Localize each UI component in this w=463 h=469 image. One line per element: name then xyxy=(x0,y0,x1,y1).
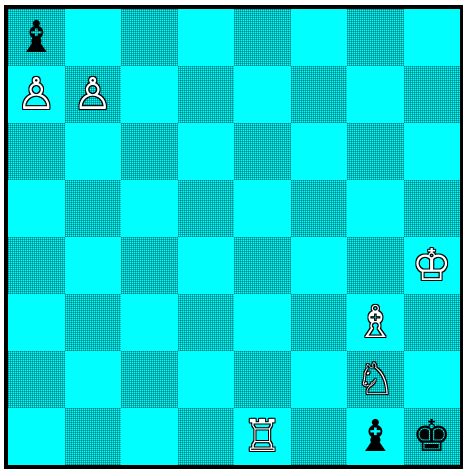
square-e7[interactable] xyxy=(234,66,291,123)
square-h8[interactable] xyxy=(404,9,461,66)
square-d6[interactable] xyxy=(178,123,235,180)
square-b8[interactable] xyxy=(65,9,122,66)
square-a1[interactable] xyxy=(8,408,65,465)
white-bishop-icon[interactable]: ♗ xyxy=(356,301,395,345)
square-h3[interactable] xyxy=(404,294,461,351)
square-h2[interactable] xyxy=(404,351,461,408)
square-b7[interactable]: ♙ xyxy=(65,66,122,123)
square-g2[interactable]: ♘ xyxy=(347,351,404,408)
square-c8[interactable] xyxy=(121,9,178,66)
black-bishop-icon[interactable]: ♝ xyxy=(356,415,395,459)
square-e1[interactable]: ♖ xyxy=(234,408,291,465)
black-king-icon[interactable]: ♚ xyxy=(412,415,451,459)
square-g1[interactable]: ♝ xyxy=(347,408,404,465)
square-c4[interactable] xyxy=(121,237,178,294)
square-h7[interactable] xyxy=(404,66,461,123)
square-c5[interactable] xyxy=(121,180,178,237)
square-a4[interactable] xyxy=(8,237,65,294)
square-h6[interactable] xyxy=(404,123,461,180)
chessboard[interactable]: ♝ ♙ ♙ ♔ ♗ ♘ ♖ ♝ ♚ xyxy=(8,9,460,465)
square-e2[interactable] xyxy=(234,351,291,408)
square-g3[interactable]: ♗ xyxy=(347,294,404,351)
square-c6[interactable] xyxy=(121,123,178,180)
square-a5[interactable] xyxy=(8,180,65,237)
square-f5[interactable] xyxy=(291,180,348,237)
white-king-icon[interactable]: ♔ xyxy=(412,244,451,288)
square-b3[interactable] xyxy=(65,294,122,351)
square-g6[interactable] xyxy=(347,123,404,180)
square-c7[interactable] xyxy=(121,66,178,123)
square-b6[interactable] xyxy=(65,123,122,180)
square-d3[interactable] xyxy=(178,294,235,351)
square-f8[interactable] xyxy=(291,9,348,66)
square-h5[interactable] xyxy=(404,180,461,237)
square-g7[interactable] xyxy=(347,66,404,123)
square-d5[interactable] xyxy=(178,180,235,237)
white-pawn-icon[interactable]: ♙ xyxy=(17,73,56,117)
square-a6[interactable] xyxy=(8,123,65,180)
square-f2[interactable] xyxy=(291,351,348,408)
square-d2[interactable] xyxy=(178,351,235,408)
square-e4[interactable] xyxy=(234,237,291,294)
square-a8[interactable]: ♝ xyxy=(8,9,65,66)
square-e3[interactable] xyxy=(234,294,291,351)
white-knight-icon[interactable]: ♘ xyxy=(356,358,395,402)
square-b2[interactable] xyxy=(65,351,122,408)
white-pawn-icon[interactable]: ♙ xyxy=(73,73,112,117)
square-f6[interactable] xyxy=(291,123,348,180)
square-d1[interactable] xyxy=(178,408,235,465)
square-d4[interactable] xyxy=(178,237,235,294)
square-a2[interactable] xyxy=(8,351,65,408)
square-h1[interactable]: ♚ xyxy=(404,408,461,465)
black-bishop-icon[interactable]: ♝ xyxy=(17,16,56,60)
square-e5[interactable] xyxy=(234,180,291,237)
square-d7[interactable] xyxy=(178,66,235,123)
square-c2[interactable] xyxy=(121,351,178,408)
square-e8[interactable] xyxy=(234,9,291,66)
square-f1[interactable] xyxy=(291,408,348,465)
square-d8[interactable] xyxy=(178,9,235,66)
chessboard-frame: ♝ ♙ ♙ ♔ ♗ ♘ ♖ ♝ ♚ xyxy=(4,5,463,469)
square-h4[interactable]: ♔ xyxy=(404,237,461,294)
square-g8[interactable] xyxy=(347,9,404,66)
square-c1[interactable] xyxy=(121,408,178,465)
square-e6[interactable] xyxy=(234,123,291,180)
square-f7[interactable] xyxy=(291,66,348,123)
square-b1[interactable] xyxy=(65,408,122,465)
square-f4[interactable] xyxy=(291,237,348,294)
square-g5[interactable] xyxy=(347,180,404,237)
square-b4[interactable] xyxy=(65,237,122,294)
white-rook-icon[interactable]: ♖ xyxy=(243,415,282,459)
square-a3[interactable] xyxy=(8,294,65,351)
square-a7[interactable]: ♙ xyxy=(8,66,65,123)
square-g4[interactable] xyxy=(347,237,404,294)
square-c3[interactable] xyxy=(121,294,178,351)
square-b5[interactable] xyxy=(65,180,122,237)
square-f3[interactable] xyxy=(291,294,348,351)
